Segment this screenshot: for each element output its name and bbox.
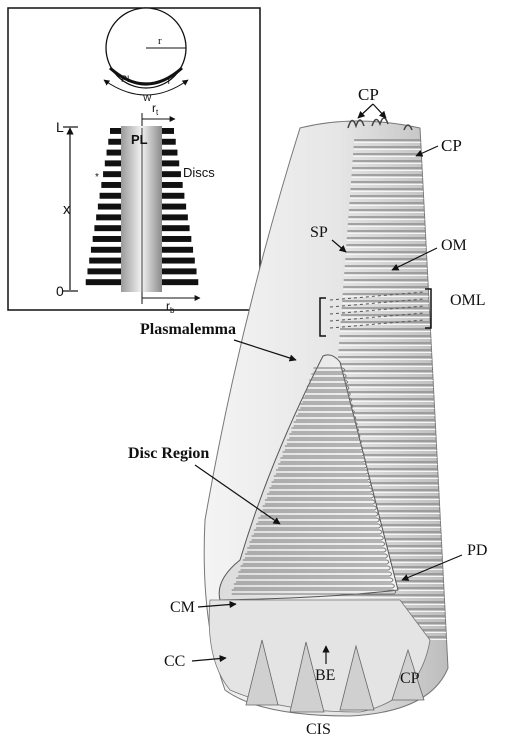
oml-label: OML xyxy=(450,292,486,309)
pl-cone-label: PL xyxy=(131,132,148,147)
cp-top-pointer-1 xyxy=(358,104,373,118)
radius-label: r xyxy=(158,35,162,47)
cis-label: CIS xyxy=(306,721,331,738)
disc-region-label: Disc Region xyxy=(128,445,209,462)
position-label: x xyxy=(63,201,71,218)
cc-label: CC xyxy=(164,653,185,670)
be-label: BE xyxy=(315,667,335,684)
pl-arc-label: PL xyxy=(121,74,132,84)
pl-column xyxy=(121,126,162,292)
top-length-label: L xyxy=(56,119,64,135)
thickness-label: T xyxy=(166,76,172,86)
bottom-label: 0 xyxy=(56,283,64,299)
cp-top-label: CP xyxy=(358,85,379,104)
om-label: OM xyxy=(441,237,467,254)
pd-label: PD xyxy=(467,542,487,559)
asterisk-mark: * xyxy=(95,172,99,183)
discs-label: Discs xyxy=(183,165,215,180)
cm-label: CM xyxy=(170,599,195,616)
cp-bottom-label: CP xyxy=(400,670,420,687)
width-label: W xyxy=(143,93,152,103)
sp-label: SP xyxy=(310,224,328,241)
inset-panel: r PL T W L x 0 * PL Discs xyxy=(8,8,260,315)
cp-right-label: CP xyxy=(441,136,462,155)
cp-top-pointer-2 xyxy=(373,104,386,118)
plasmalemma-label: Plasmalemma xyxy=(140,321,236,338)
